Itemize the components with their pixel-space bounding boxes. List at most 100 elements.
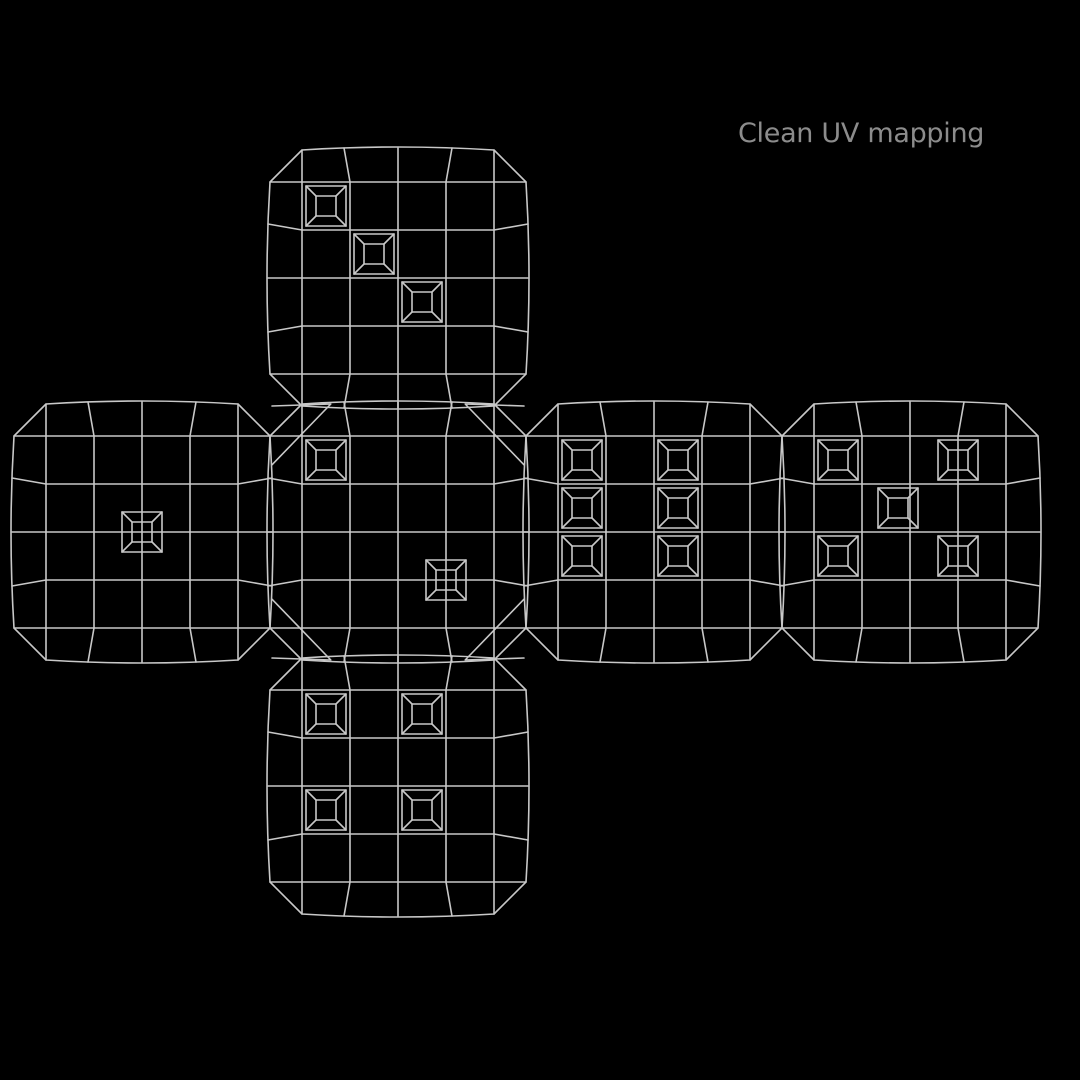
face-right-pip-bevel [591,517,603,529]
face-right-pip-bevel [591,535,603,547]
face-top-pip-bevel [335,185,347,197]
face-bottom-pip-bevel [305,693,317,705]
seam-wedges [271,403,525,661]
face-right-pip-outer [561,487,603,529]
face-center-pip-outer [305,439,347,481]
face-right-pip-bevel [561,487,573,499]
face-left-grid-h-right [237,477,273,485]
face-center-pip-inner [435,569,457,591]
face-right-grid-v-top [701,401,709,437]
face-bottom-pip-bevel [431,693,443,705]
face-top [266,146,530,410]
face-far-right-pip-inner [887,497,909,519]
face-center-pip-bevel [335,469,347,481]
face-bottom-pip-bevel [305,819,317,831]
face-top-pip-outer [305,185,347,227]
seam-wedge [464,403,525,466]
face-right-pip-bevel [687,535,699,547]
face-center-grid-h-left [267,477,303,485]
face-bottom-grid-v-top [445,655,453,691]
face-right-pip-bevel [591,469,603,481]
face-bottom-pip-bevel [401,819,413,831]
face-far-right-grid-v-top [855,401,863,437]
face-far-right-pip-bevel [847,565,859,577]
face-far-right-grid-h-left [779,477,815,485]
seam-wedge [464,598,525,661]
face-center-pip-bevel [455,589,467,601]
face-top-pip-inner [363,243,385,265]
face-top-pip-bevel [335,215,347,227]
face-bottom-pip-outer [305,789,347,831]
face-far-right-pip-outer [817,439,859,481]
face-right-pip-outer [657,535,699,577]
face-bottom-pip-inner [411,703,433,725]
face-bottom-pip-inner [411,799,433,821]
face-right-pip-bevel [687,517,699,529]
face-far-right-pip-bevel [877,487,889,499]
face-right-pip-bevel [561,535,573,547]
face-right-pip-inner [667,449,689,471]
face-right-pip-bevel [561,517,573,529]
face-far-right-pip-bevel [967,439,979,451]
face-far-right-grid-v-top [957,401,965,437]
face-far-right-pip-bevel [817,565,829,577]
face-top-pip-inner [315,195,337,217]
face-right-pip-bevel [561,565,573,577]
face-right-pip-outer [561,535,603,577]
face-right [522,400,786,664]
face-bottom-pip-outer [401,789,443,831]
face-left-pip-outer [121,511,163,553]
face-bottom-pip-bevel [431,723,443,735]
seam-wedge [271,598,332,661]
seam-wedge [271,403,332,466]
face-right-grid-h-left [523,579,559,587]
face-right-grid-h-right [749,579,785,587]
face-top-grid-h-right [493,325,529,333]
face-right-pip-inner [571,545,593,567]
face-left-grid-v-bottom [189,627,197,663]
face-right-pip-bevel [657,469,669,481]
face-right-pip-bevel [687,487,699,499]
face-bottom-grid-h-right [493,833,529,841]
face-top-pip-outer [401,281,443,323]
face-left-pip-inner [131,521,153,543]
face-far-right-pip-bevel [967,469,979,481]
face-bottom-pip-bevel [335,693,347,705]
face-far-right-pip-inner [947,545,969,567]
face-far-right-pip-bevel [877,517,889,529]
face-bottom-pip-outer [401,693,443,735]
face-right-grid-v-top [599,401,607,437]
face-right-pip-outer [657,439,699,481]
face-left-grid-v-top [87,401,95,437]
face-far-right-pip-bevel [907,517,919,529]
face-center-pip-bevel [305,469,317,481]
face-right-pip-inner [571,497,593,519]
face-far-right-pip-outer [817,535,859,577]
face-center-grid-h-right [493,579,529,587]
face-far-right-pip-bevel [817,469,829,481]
face-top-grid-h-left [267,325,303,333]
face-center-grid-h-right [493,477,529,485]
face-top-grid-h-right [493,223,529,231]
face-right-grid-h-left [523,477,559,485]
face-bottom-pip-bevel [431,819,443,831]
face-right-grid-h-right [749,477,785,485]
face-right-pip-bevel [561,439,573,451]
face-right-pip-bevel [657,517,669,529]
face-top-pip-outer [353,233,395,275]
face-left-pip-bevel [121,541,133,553]
face-top-pip-bevel [401,281,413,293]
face-left-grid-h-left [11,477,47,485]
face-right-pip-bevel [657,439,669,451]
face-far-right-grid-h-left [779,579,815,587]
face-center-pip-bevel [425,589,437,601]
face-right-pip-inner [667,497,689,519]
face-right-pip-bevel [687,565,699,577]
face-far-right-pip-inner [947,449,969,471]
face-right-pip-bevel [591,487,603,499]
face-left-grid-h-right [237,579,273,587]
face-center-pip-inner [315,449,337,471]
face-top-pip-bevel [401,311,413,323]
face-bottom-pip-bevel [335,723,347,735]
